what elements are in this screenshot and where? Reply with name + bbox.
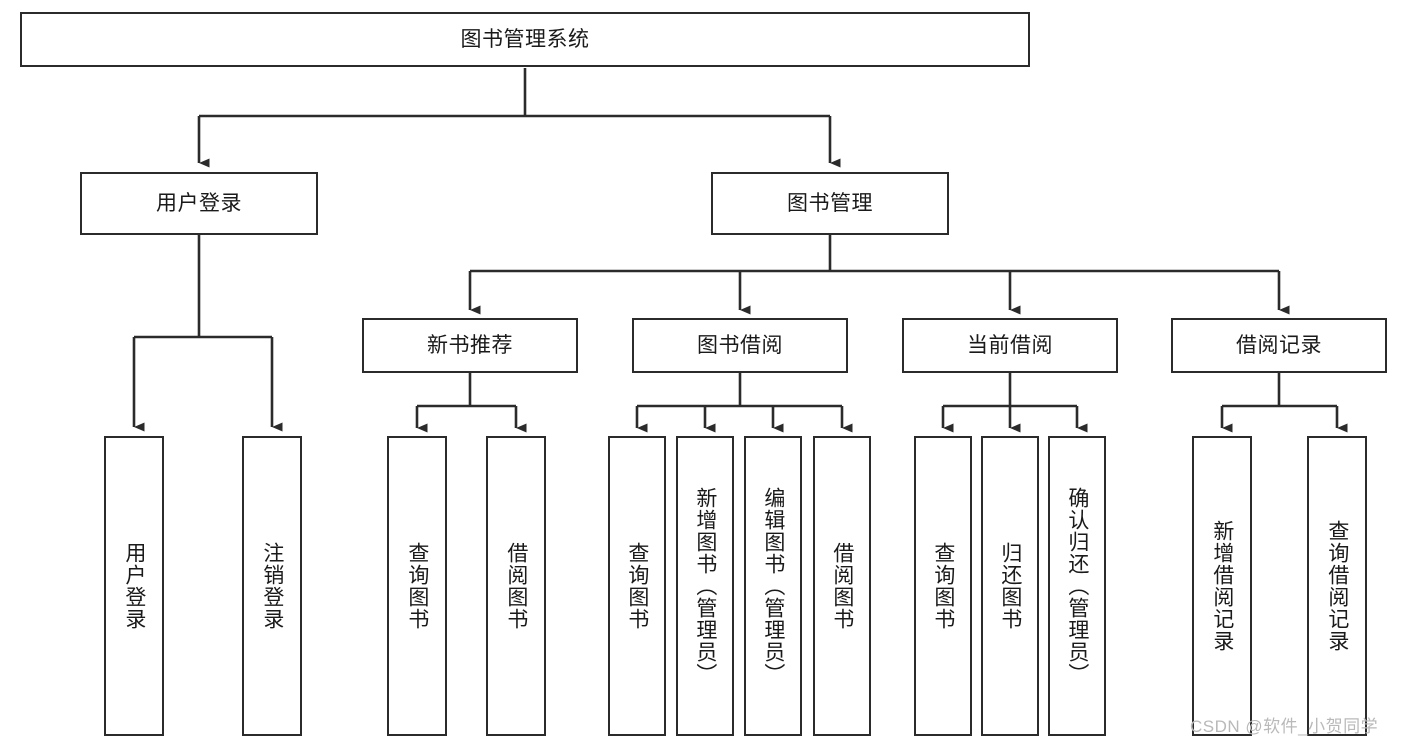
node-label: 借阅图书 (504, 542, 528, 630)
node-root-system[interactable]: 图书管理系统 (20, 12, 1030, 67)
watermark-text: CSDN @软件_小贺同学 (1190, 717, 1379, 736)
node-label: 图书管理 (787, 191, 873, 215)
node-book-borrow[interactable]: 图书借阅 (632, 318, 848, 373)
node-label: 用户登录 (156, 191, 242, 215)
node-label: 注销登录 (260, 542, 284, 630)
node-current-borrow[interactable]: 当前借阅 (902, 318, 1118, 373)
leaf-bb-edit-book[interactable]: 编辑图书（管理员） (744, 436, 802, 736)
node-label: 图书管理系统 (460, 27, 590, 51)
node-label: 归还图书 (998, 542, 1022, 630)
node-label: 查询图书 (405, 542, 429, 630)
node-label: 查询借阅记录 (1325, 520, 1349, 652)
node-new-book-recommend[interactable]: 新书推荐 (362, 318, 578, 373)
node-label: 确认归还（管理员） (1065, 487, 1089, 685)
leaf-user-login[interactable]: 用户登录 (104, 436, 164, 736)
node-label: 图书借阅 (697, 333, 783, 357)
leaf-nb-query-book[interactable]: 查询图书 (387, 436, 447, 736)
node-label: 新增借阅记录 (1210, 520, 1234, 652)
leaf-bb-borrow-book[interactable]: 借阅图书 (813, 436, 871, 736)
leaf-logout[interactable]: 注销登录 (242, 436, 302, 736)
node-label: 查询图书 (931, 542, 955, 630)
node-label: 借阅图书 (830, 542, 854, 630)
node-label: 新书推荐 (427, 333, 513, 357)
leaf-cb-confirm-return[interactable]: 确认归还（管理员） (1048, 436, 1106, 736)
leaf-bb-query-book[interactable]: 查询图书 (608, 436, 666, 736)
node-label: 查询图书 (625, 542, 649, 630)
node-borrow-record[interactable]: 借阅记录 (1171, 318, 1387, 373)
leaf-cb-query-book[interactable]: 查询图书 (914, 436, 972, 736)
leaf-br-add-record[interactable]: 新增借阅记录 (1192, 436, 1252, 736)
node-label: 新增图书（管理员） (693, 487, 717, 685)
leaf-br-query-record[interactable]: 查询借阅记录 (1307, 436, 1367, 736)
leaf-cb-return-book[interactable]: 归还图书 (981, 436, 1039, 736)
node-book-management[interactable]: 图书管理 (711, 172, 949, 235)
node-label: 用户登录 (122, 542, 146, 630)
node-label: 借阅记录 (1236, 333, 1322, 357)
node-user-login[interactable]: 用户登录 (80, 172, 318, 235)
node-label: 当前借阅 (967, 333, 1053, 357)
leaf-bb-add-book[interactable]: 新增图书（管理员） (676, 436, 734, 736)
node-label: 编辑图书（管理员） (761, 487, 785, 685)
leaf-nb-borrow-book[interactable]: 借阅图书 (486, 436, 546, 736)
